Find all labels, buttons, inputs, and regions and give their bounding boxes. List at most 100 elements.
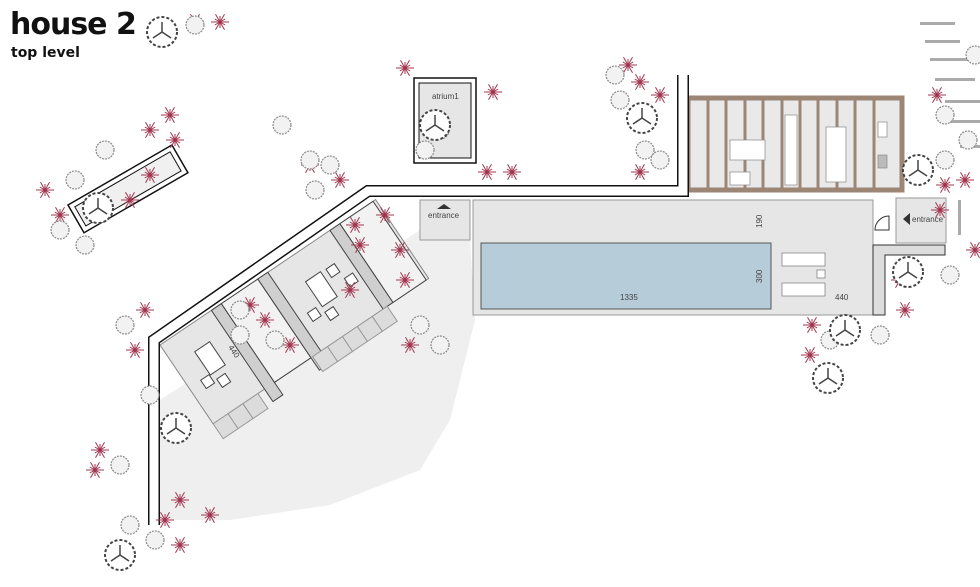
shrub-red-icon [91,441,109,459]
gravel-area [160,230,475,520]
door-swing [874,215,890,231]
arrow-up-icon [437,204,451,209]
shrub-gray-icon [230,300,250,320]
shrub-red-icon [376,206,394,224]
shrub-gray-icon [320,155,340,175]
shrub-gray-icon [305,180,325,200]
shrub-red-icon [631,73,649,91]
shrub-gray-icon [95,140,115,160]
shrub-red-icon [401,336,419,354]
shrub-red-icon [211,13,229,31]
shrub-red-icon [161,106,179,124]
shrub-red-icon [86,461,104,479]
tree-icon [160,412,192,444]
shrub-red-icon [341,281,359,299]
shrub-red-icon [619,56,637,74]
trees [36,13,980,571]
shrub-gray-icon [145,530,165,550]
shrub-gray-icon [635,140,655,160]
dim-1335: 1335 [620,293,638,302]
shrub-gray-icon [430,335,450,355]
shrub-red-icon [651,86,669,104]
shrub-red-icon [478,163,496,181]
tree-icon [146,16,178,48]
shrub-gray-icon [935,150,955,170]
shrub-red-icon [171,536,189,554]
shrub-gray-icon [272,115,292,135]
shrub-gray-icon [140,385,160,405]
tree-icon [812,362,844,394]
shrub-gray-icon [50,220,70,240]
entrance-left-label: entrance [428,211,460,220]
shrub-red-icon [126,341,144,359]
planter [66,143,189,234]
shrub-gray-icon [75,235,95,255]
shrub-red-icon [484,83,502,101]
dim-300: 300 [755,269,764,283]
shrub-red-icon [801,346,819,364]
shrub-red-icon [36,181,54,199]
page-title: house 2 [10,7,137,42]
shrub-red-icon [503,163,521,181]
shrub-red-icon [51,206,69,224]
tree-icon [892,256,924,288]
shrub-gray-icon [410,315,430,335]
shrub-red-icon [956,171,974,189]
shrub-gray-icon [935,105,955,125]
atrium-label: atrium1 [432,92,459,101]
tree-icon [626,102,658,134]
shrub-red-icon [351,236,369,254]
shrub-red-icon [156,511,174,529]
tree-icon [829,314,861,346]
shrub-gray-icon [230,325,250,345]
stone-wall [872,244,946,316]
shrub-red-icon [396,271,414,289]
shrub-red-icon [931,201,949,219]
shrub-gray-icon [650,150,670,170]
arrow-left-icon [903,213,910,225]
shrub-red-icon [141,121,159,139]
shrub-gray-icon [415,140,435,160]
shrub-red-icon [803,316,821,334]
pool [480,242,772,310]
shrub-red-icon [141,166,159,184]
shrub-gray-icon [65,170,85,190]
shrub-red-icon [136,301,154,319]
shrub-gray-icon [110,455,130,475]
shrub-gray-icon [300,150,320,170]
shrub-red-icon [256,311,274,329]
shrub-gray-icon [958,130,978,150]
shrub-gray-icon [115,315,135,335]
shrub-red-icon [121,191,139,209]
shrub-gray-icon [185,15,205,35]
shrub-gray-icon [870,325,890,345]
shrub-red-icon [331,171,349,189]
shrub-red-icon [936,176,954,194]
sun-loungers [781,252,826,297]
shrub-red-icon [631,163,649,181]
shrub-gray-icon [940,265,960,285]
house-furniture [729,114,888,186]
shrub-gray-icon [120,515,140,535]
shrub-red-icon [396,59,414,77]
shrub-red-icon [391,241,409,259]
shrub-gray-icon [610,90,630,110]
shrub-red-icon [166,131,184,149]
shrub-gray-icon [605,65,625,85]
tree-icon [419,109,451,141]
tree-icon [104,539,136,571]
dim-440-deck: 440 [835,293,849,302]
shrub-gray-icon [965,45,980,65]
shrub-gray-icon [265,330,285,350]
shrub-red-icon [928,86,946,104]
tree-icon [82,192,114,224]
shrub-red-icon [281,336,299,354]
page-subtitle: top level [11,45,80,61]
tree-icon [902,154,934,186]
shrub-red-icon [966,241,980,259]
entrance-right-label: entrance [912,215,944,224]
shrub-red-icon [896,301,914,319]
shrub-red-icon [201,506,219,524]
shrub-red-icon [171,491,189,509]
